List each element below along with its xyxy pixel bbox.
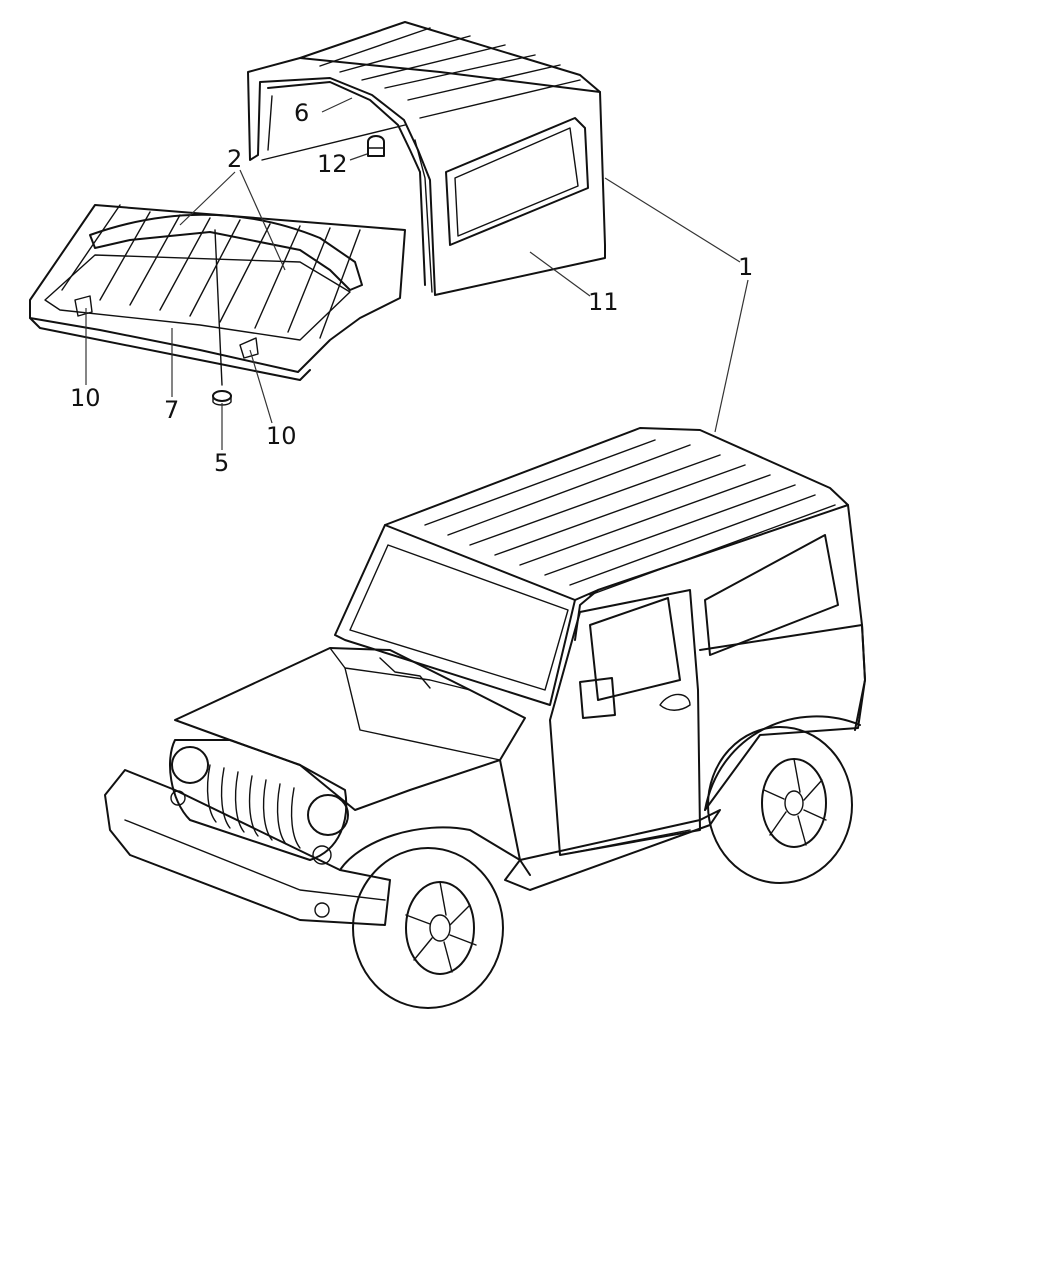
callout-1: 1 — [738, 253, 753, 281]
callout-10-right: 10 — [266, 422, 297, 450]
callout-7: 7 — [164, 396, 179, 424]
front-wheel — [352, 847, 504, 1009]
leader-lines — [85, 97, 749, 450]
callout-5: 5 — [214, 449, 229, 477]
grommet-part-5 — [212, 390, 232, 406]
callout-10-left: 10 — [70, 384, 101, 412]
callout-12: 12 — [317, 150, 348, 178]
rear-wheel — [707, 726, 853, 884]
callout-11: 11 — [588, 288, 619, 316]
hard-top-shell — [247, 21, 606, 296]
callout-6: 6 — [294, 99, 309, 127]
headliner-assembly — [29, 204, 406, 386]
vehicle-body — [104, 427, 866, 926]
clip-part-12 — [367, 135, 385, 157]
callout-2: 2 — [227, 145, 242, 173]
